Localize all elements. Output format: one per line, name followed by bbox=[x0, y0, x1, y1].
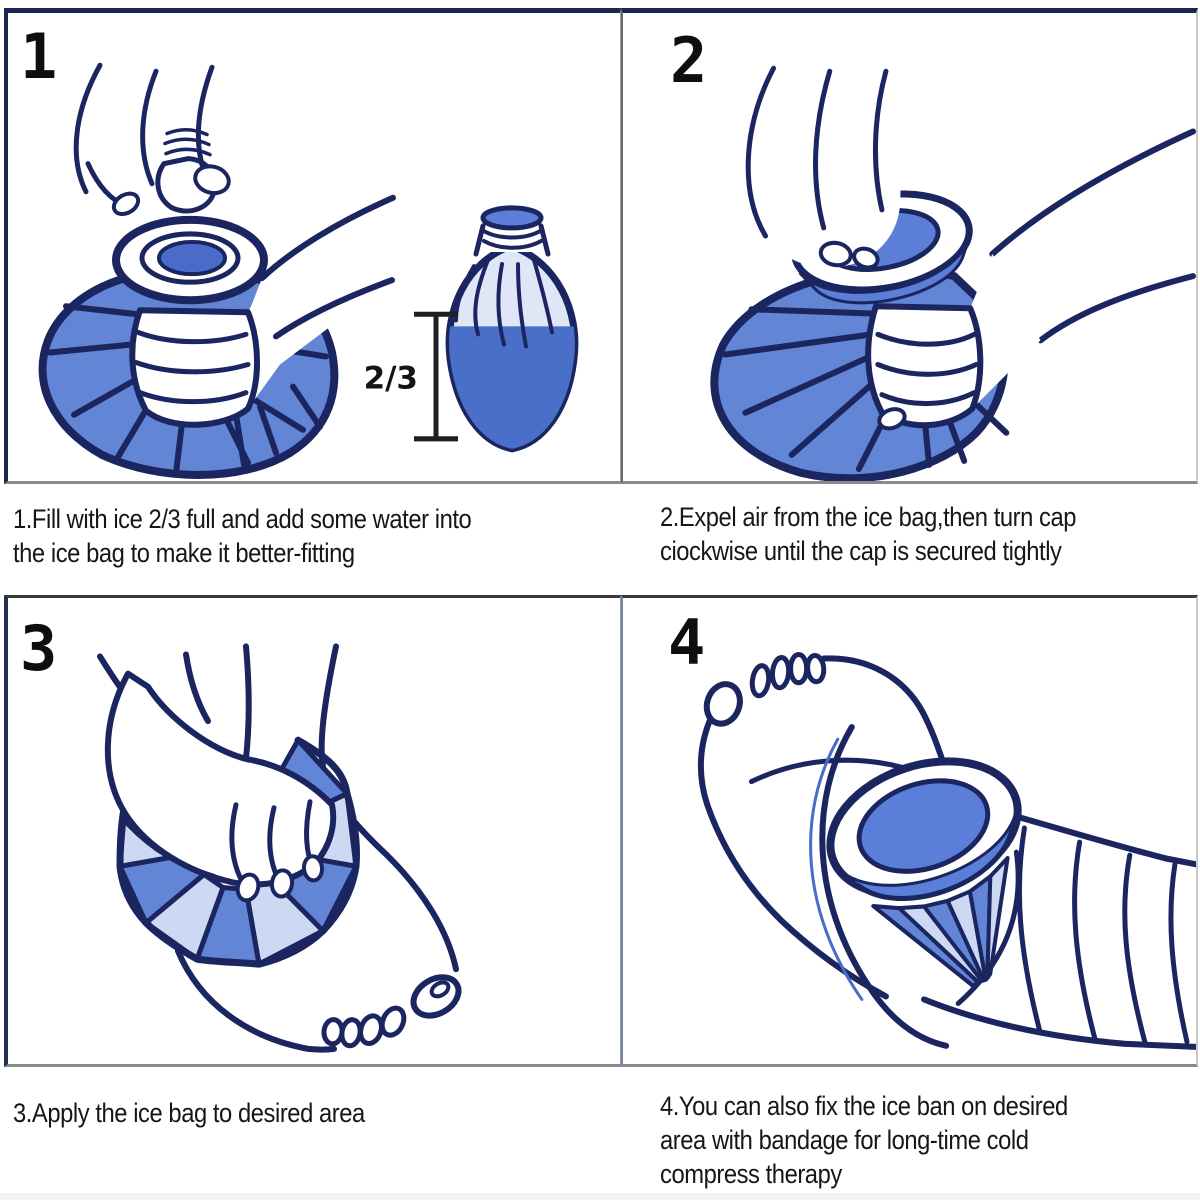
twisting-hand bbox=[745, 65, 901, 270]
pouring-hand bbox=[73, 62, 232, 217]
panel-3-frame bbox=[4, 595, 621, 1067]
step-2-number: 2 bbox=[670, 24, 708, 97]
step-4-caption: 4.You can also fix the ice ban on desire… bbox=[660, 1089, 1068, 1191]
caption-line: 4.You can also fix the ice ban on desire… bbox=[660, 1091, 1068, 1121]
step-3-number: 3 bbox=[20, 612, 58, 685]
bag-wrinkle-lines bbox=[454, 258, 554, 349]
step-1-number: 1 bbox=[20, 20, 58, 93]
fill-level-gauge: 2/3 bbox=[364, 311, 458, 442]
bag-cap-icon bbox=[112, 215, 268, 305]
caption-line: compress therapy bbox=[660, 1159, 842, 1189]
panel-1-frame: 2/3 bbox=[4, 8, 621, 484]
two-thirds-label: 2/3 bbox=[364, 361, 418, 397]
caption-line: area with bandage for long-time cold bbox=[660, 1125, 1029, 1155]
caption-line: 3.Apply the ice bag to desired area bbox=[13, 1098, 365, 1128]
caption-line: 1.Fill with ice 2/3 full and add some wa… bbox=[13, 504, 472, 534]
fill-level-bag-icon bbox=[445, 205, 579, 453]
caption-line: the ice bag to make it better-fitting bbox=[13, 538, 355, 568]
apply-to-foot-illustration bbox=[97, 643, 462, 1053]
ankle-ice-bag-icon bbox=[826, 757, 1022, 988]
bandage-wrap-lines bbox=[1016, 825, 1190, 1045]
panel-2-frame bbox=[621, 8, 1198, 484]
step-4-number: 4 bbox=[668, 606, 706, 679]
holding-arm bbox=[964, 128, 1196, 344]
step-1-caption: 1.Fill with ice 2/3 full and add some wa… bbox=[13, 502, 472, 570]
panel-4-frame bbox=[621, 595, 1198, 1067]
holding-arm bbox=[129, 194, 396, 428]
applying-hand bbox=[97, 651, 337, 903]
step-2-caption: 2.Expel air from the ice bag,then turn c… bbox=[660, 500, 1076, 568]
bandage-strap bbox=[809, 724, 950, 1049]
twist-cap-illustration bbox=[710, 65, 1196, 481]
caption-line: ciockwise until the cap is secured tight… bbox=[660, 536, 1062, 566]
step-3-caption: 3.Apply the ice bag to desired area bbox=[13, 1096, 365, 1130]
fill-ice-bag-illustration: 2/3 bbox=[38, 62, 579, 479]
bandage-strap-right bbox=[955, 849, 1021, 1007]
caption-line: 2.Expel air from the ice bag,then turn c… bbox=[660, 502, 1077, 532]
bandage-fix-illustration bbox=[697, 651, 1196, 1050]
page-bottom-strip bbox=[0, 1193, 1200, 1200]
holding-hand bbox=[865, 254, 1041, 431]
